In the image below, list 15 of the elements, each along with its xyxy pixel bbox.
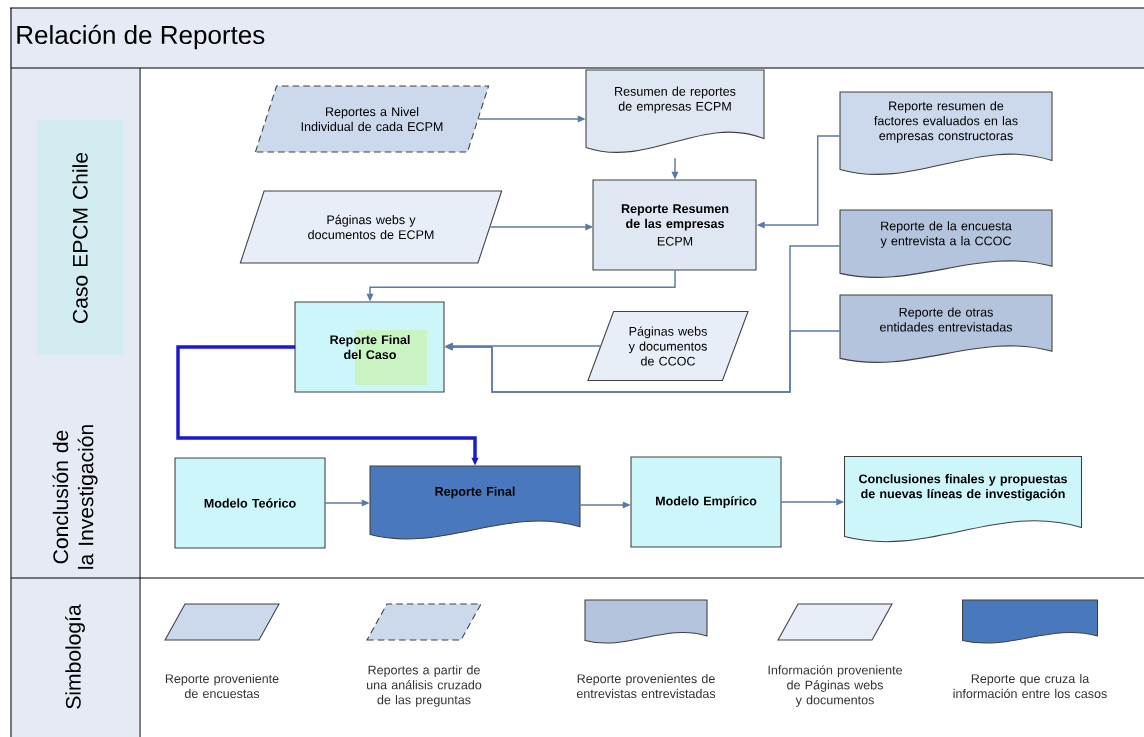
lane-label: Caso EPCM Chile: [72, 152, 88, 323]
process-box: Reporte Resumen de las empresas ECPM: [592, 179, 757, 271]
process-box: Reporte Final del Caso: [294, 301, 445, 393]
data-parallelogram: Páginas webs y documentos de ECPM: [239, 190, 503, 264]
title: Relación de Reportes: [17, 24, 265, 50]
legend-text: Reporte provenientes de entrevistas entrevistadas: [576, 673, 716, 699]
process-box: Modelo Empírico: [630, 456, 782, 548]
legend-text: Reportes a partir de una análisis cruzado de las preguntas: [367, 665, 482, 707]
lane-label: Simbología: [65, 604, 85, 709]
legend-text: Reporte que cruza la información entre los casos: [953, 673, 1107, 699]
process-box: Modelo Teórico: [174, 457, 326, 549]
lane-label: Conclusión de la Investigación: [52, 425, 98, 569]
data-parallelogram: Páginas webs y documentos de CCOC: [587, 310, 749, 382]
legend-text: Información proveniente de Páginas webs y documentos: [768, 665, 902, 707]
legend-text: Reporte proveniente de encuestas: [165, 673, 279, 699]
